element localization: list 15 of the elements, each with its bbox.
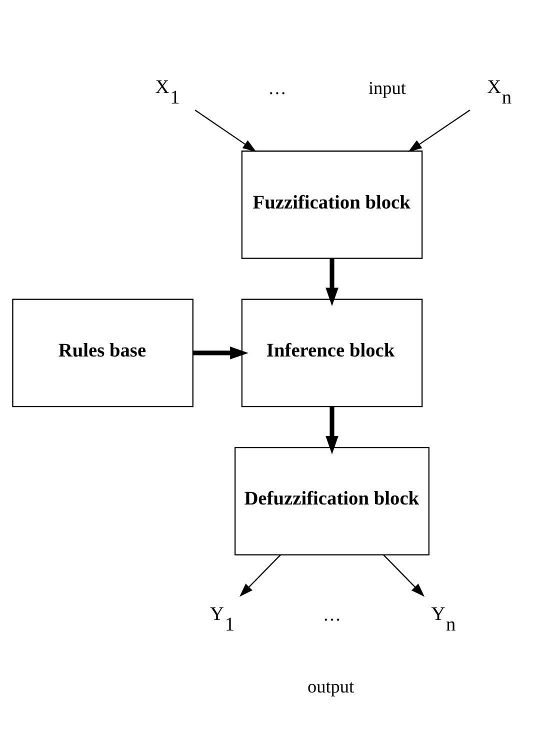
node-box: Fuzzification block [241, 150, 423, 258]
arrow [194, 109, 256, 152]
arrow [326, 258, 338, 306]
label: … [268, 77, 286, 98]
label: input [368, 77, 406, 98]
arrow [193, 346, 248, 359]
label: output [307, 676, 354, 696]
node-box: Rules base [12, 298, 194, 407]
node-box: Defuzzification block [234, 446, 430, 555]
arrow [383, 554, 425, 596]
arrow [408, 109, 470, 152]
arrow [326, 406, 338, 454]
label: … [322, 604, 342, 624]
arrow [239, 554, 281, 596]
node-box: Inference block [241, 298, 423, 407]
